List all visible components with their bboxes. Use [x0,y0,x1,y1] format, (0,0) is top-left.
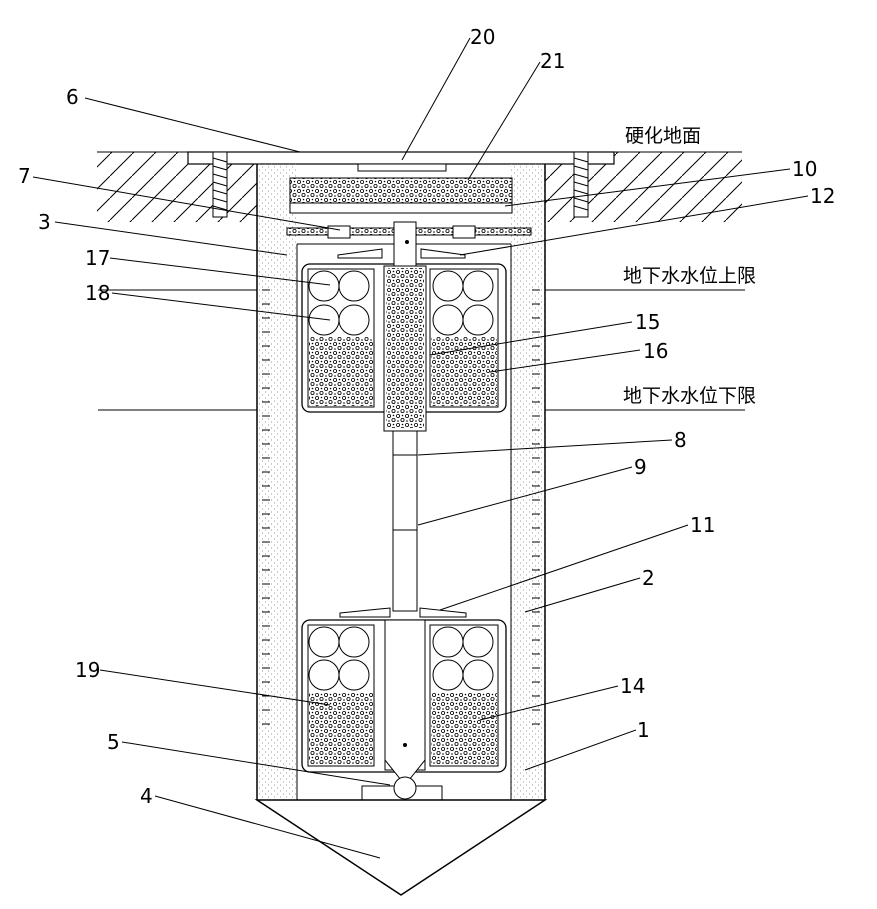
label-8: 8 [674,428,687,452]
cover-plate [188,152,614,164]
label-2: 2 [642,566,655,590]
label-hardened-ground: 硬化地面 [625,125,701,147]
label-21: 21 [540,49,565,73]
label-10: 10 [792,157,817,181]
central-shaft [384,222,426,611]
filter-layer [290,178,512,203]
label-water-upper: 地下水水位上限 [623,265,756,287]
label-14: 14 [620,674,645,698]
label-7: 7 [18,164,31,188]
label-9: 9 [634,455,647,479]
label-1: 1 [637,718,650,742]
label-6: 6 [66,85,79,109]
label-15: 15 [635,310,660,334]
label-3: 3 [38,210,51,234]
lower-float-chamber [302,620,506,785]
label-16: 16 [643,339,668,363]
cover-handle [358,164,446,171]
cone-tip [257,800,545,895]
label-19: 19 [75,658,100,682]
beam-clamp-left [328,226,350,238]
beam-clamp-right [453,226,475,238]
label-water-lower: 地下水水位下限 [623,385,756,407]
label-17: 17 [85,246,110,270]
label-11: 11 [690,513,715,537]
label-4: 4 [140,784,153,808]
anchor-bolt-left [213,152,227,217]
bottom-valve [362,777,442,800]
label-12: 12 [810,184,835,208]
label-5: 5 [107,730,120,754]
support-plate [290,203,512,213]
anchor-bolt-right [574,152,588,217]
label-20: 20 [470,25,495,49]
label-18: 18 [85,281,110,305]
